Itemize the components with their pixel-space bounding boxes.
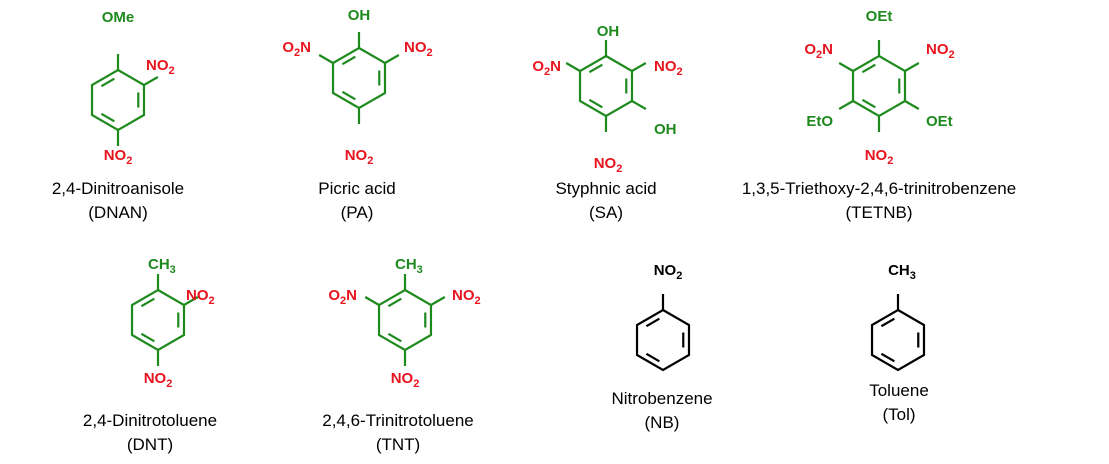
compound-abbreviation: (PA) xyxy=(341,203,374,222)
substituent-label: EtO xyxy=(806,113,833,130)
substituent-bond xyxy=(384,54,400,64)
substituent-bond xyxy=(318,54,334,64)
double-bond xyxy=(645,317,660,328)
substituent-bond xyxy=(838,100,854,110)
double-bond xyxy=(880,352,895,363)
substituent-label: OEt xyxy=(866,8,893,25)
substituent-label: O2N xyxy=(328,287,357,307)
double-bond xyxy=(588,63,603,74)
double-bond xyxy=(861,63,876,74)
benzene-ring xyxy=(851,54,907,118)
substituent-bond xyxy=(565,62,581,72)
double-bond xyxy=(341,90,356,101)
compound-name: Styphnic acid xyxy=(555,179,656,198)
double-bond xyxy=(100,77,115,88)
compound-name: 2,4-Dinitroanisole xyxy=(52,179,184,198)
substituent-label: OMe xyxy=(102,9,135,26)
compound-abbreviation: (DNT) xyxy=(127,435,173,454)
substituent-label: NO2 xyxy=(104,147,133,167)
benzene-ring xyxy=(377,288,433,352)
substituent-label: CH3 xyxy=(395,256,423,276)
double-bond xyxy=(140,332,155,343)
substituent-label: NO2 xyxy=(452,287,481,307)
substituent-bond xyxy=(430,296,446,306)
substituent-label: NO2 xyxy=(404,39,433,59)
compound-abbreviation: (TNT) xyxy=(376,435,420,454)
substituent-label: NO2 xyxy=(146,57,175,77)
double-bond xyxy=(387,332,402,343)
compound-name: 2,4,6-Trinitrotoluene xyxy=(322,411,474,430)
substituent-bond xyxy=(183,296,199,306)
benzene-ring xyxy=(90,68,146,132)
compound-abbreviation: (Tol) xyxy=(882,405,915,424)
double-bond xyxy=(341,55,356,66)
benzene-ring xyxy=(331,46,387,110)
substituent-label: CH3 xyxy=(148,256,176,276)
substituent-label: OH xyxy=(597,23,620,40)
benzene-ring xyxy=(130,288,186,352)
double-bond xyxy=(140,297,155,308)
substituent-label: NO2 xyxy=(654,58,683,78)
substituent-bond xyxy=(364,296,380,306)
substituent-label: NO2 xyxy=(865,147,894,167)
benzene-ring xyxy=(635,308,691,372)
compound-abbreviation: (TETNB) xyxy=(845,203,912,222)
substituent-label: CH3 xyxy=(888,262,916,282)
substituent-label: O2N xyxy=(804,41,833,61)
substituent-bond xyxy=(904,62,920,72)
compound-abbreviation: (SA) xyxy=(589,203,623,222)
double-bond xyxy=(387,297,402,308)
substituent-bond xyxy=(904,100,920,110)
compound-name: Toluene xyxy=(869,381,929,400)
substituent-label: NO2 xyxy=(345,147,374,167)
benzene-ring xyxy=(578,54,634,118)
substituent-label: NO2 xyxy=(186,287,215,307)
substituent-label: O2N xyxy=(282,39,311,59)
compound-name: Picric acid xyxy=(318,179,395,198)
double-bond xyxy=(880,317,895,328)
substituent-label: OEt xyxy=(926,113,953,130)
compound-abbreviation: (NB) xyxy=(645,413,680,432)
substituent-label: NO2 xyxy=(144,370,173,390)
substituent-bond xyxy=(631,100,647,110)
substituent-bond xyxy=(838,62,854,72)
double-bond xyxy=(588,98,603,109)
substituent-label: O2N xyxy=(532,58,561,78)
substituent-bond xyxy=(143,76,159,86)
compound-name: 2,4-Dinitrotoluene xyxy=(83,411,217,430)
substituent-label: OH xyxy=(654,121,677,138)
substituent-label: OH xyxy=(348,7,371,24)
substituent-bond xyxy=(631,62,647,72)
compound-name: Nitrobenzene xyxy=(611,389,712,408)
substituent-label: NO2 xyxy=(654,262,683,282)
compound-name: 1,3,5-Triethoxy-2,4,6-trinitrobenzene xyxy=(742,179,1016,198)
compound-abbreviation: (DNAN) xyxy=(88,203,148,222)
substituent-label: NO2 xyxy=(594,155,623,175)
double-bond xyxy=(645,352,660,363)
double-bond xyxy=(861,98,876,109)
substituent-label: NO2 xyxy=(926,41,955,61)
benzene-ring xyxy=(870,308,926,372)
double-bond xyxy=(100,112,115,123)
substituent-label: NO2 xyxy=(391,370,420,390)
